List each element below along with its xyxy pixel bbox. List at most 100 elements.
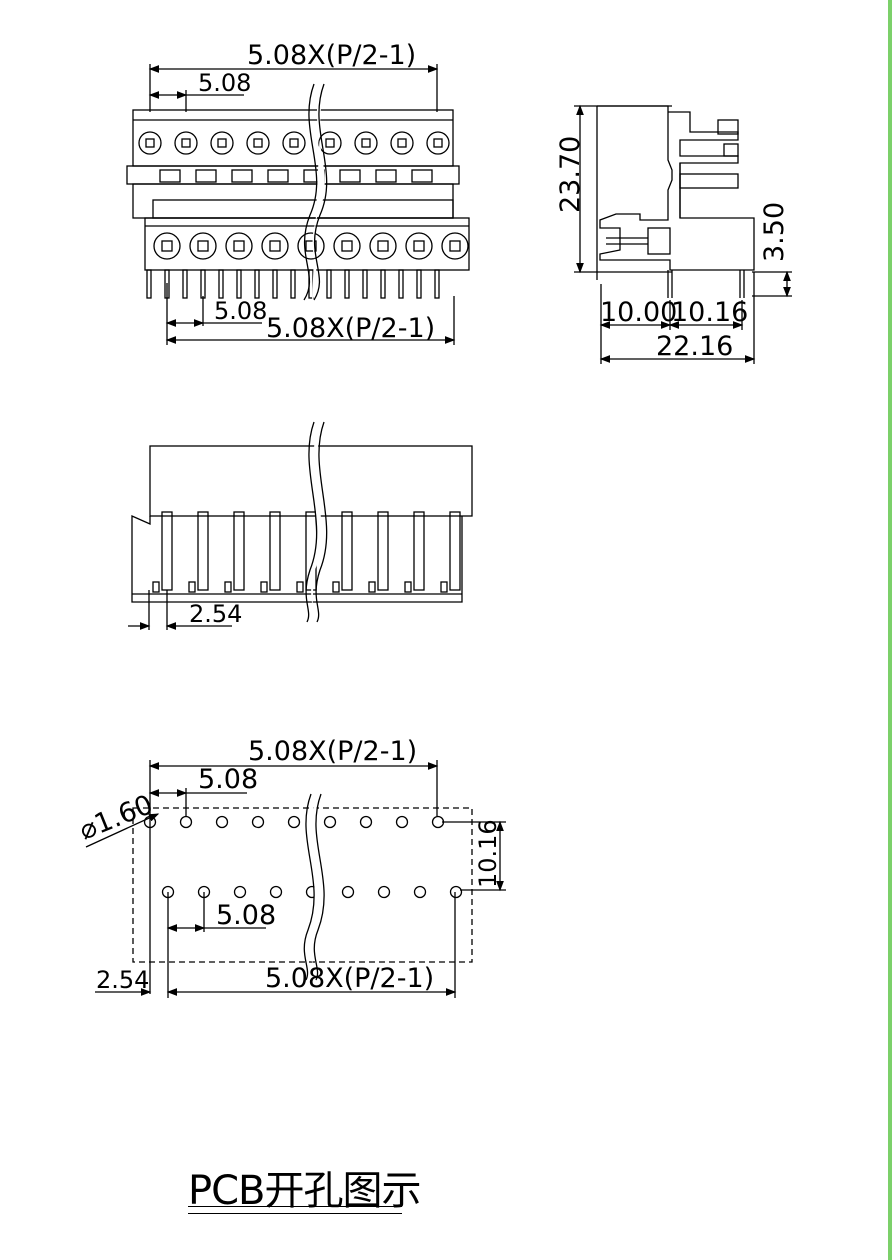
header-pin <box>146 269 152 299</box>
contact-slot <box>377 511 389 591</box>
upper-screw-slot <box>289 138 299 148</box>
upper-window <box>231 169 253 183</box>
pcb-edge-offset-dim: 2.54 <box>96 966 149 994</box>
side-view <box>574 104 792 364</box>
upper-screw-slot <box>181 138 191 148</box>
side-height-dim: 23.70 <box>555 136 586 213</box>
contact-slot <box>161 511 173 591</box>
pcb-bottom-total-dim: 5.08X(P/2-1) <box>265 963 434 994</box>
contact-slot <box>197 511 209 591</box>
header-pin <box>200 269 206 299</box>
pcb-hole-top <box>251 815 265 829</box>
side-depth-left-dim: 10.00 <box>600 297 677 328</box>
pcb-hole-bottom <box>377 885 391 899</box>
lower-screw-slot <box>233 240 245 252</box>
lower-screw-head <box>297 232 325 260</box>
upper-window <box>375 169 397 183</box>
lower-screw-slot <box>161 240 173 252</box>
pcb-hole-bottom <box>269 885 283 899</box>
upper-screw-head <box>390 131 414 155</box>
pcb-hole-bottom <box>413 885 427 899</box>
title-underline <box>188 1206 402 1207</box>
side-pin-length-dim: 3.50 <box>759 202 790 262</box>
upper-screw-slot <box>397 138 407 148</box>
header-pin <box>236 269 242 299</box>
contact-foot <box>440 581 448 593</box>
header-pin <box>182 269 188 299</box>
lower-screw-slot <box>269 240 281 252</box>
contact-foot <box>152 581 160 593</box>
contact-slot <box>341 511 353 591</box>
upper-screw-head <box>318 131 342 155</box>
contact-foot <box>296 581 304 593</box>
header-pin <box>362 269 368 299</box>
upper-screw-head <box>138 131 162 155</box>
top-pitch-dim: 5.08 <box>198 69 251 97</box>
sheet-edge-strip <box>888 0 892 1260</box>
pcb-hole-top <box>179 815 193 829</box>
header-pin <box>416 269 422 299</box>
pcb-hole-top <box>215 815 229 829</box>
header-pin <box>218 269 224 299</box>
upper-window <box>339 169 361 183</box>
upper-screw-slot <box>361 138 371 148</box>
lower-screw-head <box>225 232 253 260</box>
pcb-bottom-pitch-dim: 5.08 <box>216 900 276 931</box>
side-depth-right-dim: 10.16 <box>671 297 748 328</box>
lower-screw-head <box>369 232 397 260</box>
upper-screw-slot <box>433 138 443 148</box>
header-pin <box>254 269 260 299</box>
top-bottom-total-dim: 5.08X(P/2-1) <box>266 313 435 344</box>
upper-screw-head <box>210 131 234 155</box>
lower-screw-head <box>333 232 361 260</box>
pcb-total-dim: 5.08X(P/2-1) <box>248 736 417 767</box>
pcb-hole-top <box>431 815 445 829</box>
contact-foot <box>368 581 376 593</box>
pcb-hole-top <box>323 815 337 829</box>
top-view <box>126 64 470 345</box>
pcb-row-spacing-dim: 10.16 <box>474 819 502 888</box>
upper-screw-head <box>354 131 378 155</box>
header-pin <box>380 269 386 299</box>
lower-screw-slot <box>377 240 389 252</box>
pcb-hole-top <box>287 815 301 829</box>
front-view <box>128 421 473 630</box>
lower-screw-slot <box>413 240 425 252</box>
header-pin <box>398 269 404 299</box>
upper-screw-slot <box>145 138 155 148</box>
front-offset-dim: 2.54 <box>189 600 242 628</box>
contact-foot <box>188 581 196 593</box>
upper-screw-head <box>426 131 450 155</box>
contact-foot <box>260 581 268 593</box>
contact-foot <box>404 581 412 593</box>
header-pin <box>326 269 332 299</box>
lower-screw-slot <box>449 240 461 252</box>
lower-screw-slot <box>341 240 353 252</box>
upper-screw-slot <box>325 138 335 148</box>
lower-screw-slot <box>197 240 209 252</box>
upper-screw-head <box>174 131 198 155</box>
header-pin <box>272 269 278 299</box>
drawing-title: PCB开孔图示 <box>188 1168 421 1214</box>
top-bottom-pitch-dim: 5.08 <box>214 297 267 325</box>
lower-screw-head <box>153 232 181 260</box>
lower-screw-head <box>441 232 469 260</box>
top-total-dim: 5.08X(P/2-1) <box>247 40 416 71</box>
pcb-hole-layout <box>85 760 506 998</box>
upper-screw-head <box>246 131 270 155</box>
upper-window <box>267 169 289 183</box>
lower-screw-head <box>261 232 289 260</box>
pcb-pitch-dim: 5.08 <box>198 764 258 795</box>
contact-slot <box>449 511 461 591</box>
lower-screw-slot <box>305 240 317 252</box>
lower-screw-head <box>405 232 433 260</box>
header-pin <box>344 269 350 299</box>
upper-screw-slot <box>253 138 263 148</box>
contact-foot <box>224 581 232 593</box>
contact-slot <box>413 511 425 591</box>
contact-slot <box>233 511 245 591</box>
pcb-hole-bottom <box>233 885 247 899</box>
upper-window <box>159 169 181 183</box>
pcb-hole-bottom <box>341 885 355 899</box>
contact-foot <box>332 581 340 593</box>
